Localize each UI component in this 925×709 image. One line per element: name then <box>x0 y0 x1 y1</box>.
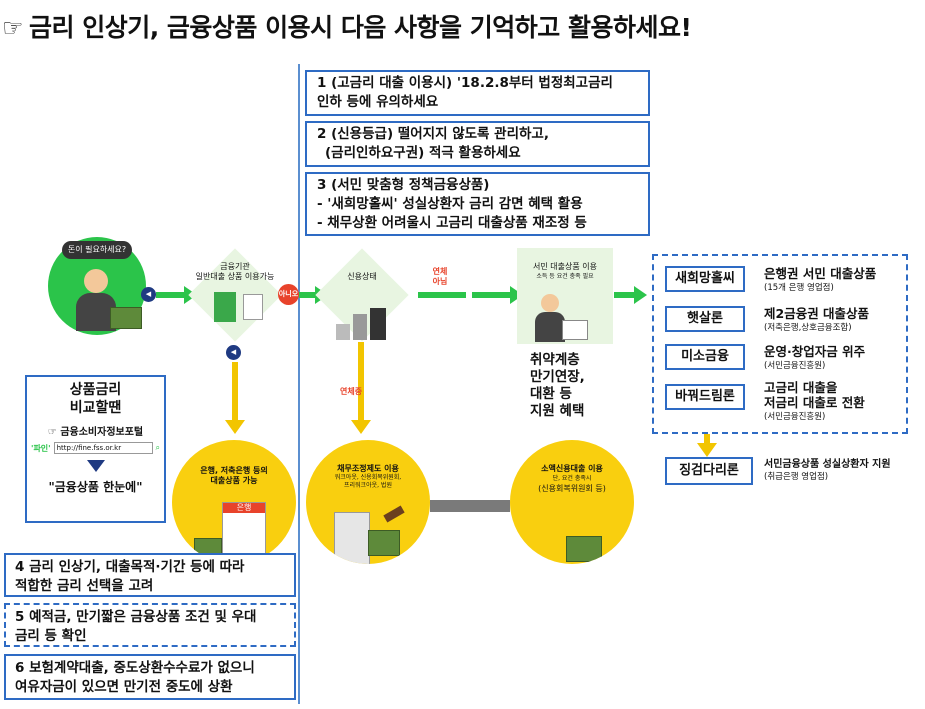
tip-box-2: 2 (신용등급) 떨어지지 않도록 관리하고,(금리인하요구권) 적극 활용하세… <box>305 121 650 167</box>
bank-sign: 은행 <box>223 503 265 513</box>
product-name: 징검다리론 <box>665 457 753 485</box>
connector-bar <box>430 500 510 512</box>
portal-text: ☞ 금융소비자정보포털 <box>47 427 144 438</box>
money-stack-icon <box>566 536 602 562</box>
money-stack-icon <box>110 307 142 329</box>
person-head-icon <box>541 294 559 312</box>
flow-arrow <box>472 292 512 298</box>
podium-icon <box>336 324 350 340</box>
product-name: 미소금융 <box>665 344 745 370</box>
product-desc: 제2금융권 대출상품(저축은행,상호금융조합) <box>764 306 870 333</box>
no-badge: 아니오 <box>278 284 299 305</box>
page-title: ☞금리 인상기, 금융상품 이용시 다음 사항을 기억하고 활용하세요! <box>2 13 692 42</box>
person-body-icon <box>535 312 565 342</box>
yes-badge-2: ◀ <box>226 345 241 360</box>
person-body-icon <box>76 293 116 331</box>
flow-arrow <box>232 362 238 422</box>
arrow-down-icon <box>27 457 164 476</box>
flow-arrow <box>418 292 466 298</box>
document-icon <box>243 294 263 320</box>
person-circle: 돈이 필요하세요? <box>48 237 146 335</box>
gavel-icon <box>383 505 405 523</box>
search-icon[interactable]: ⌕ <box>155 443 160 452</box>
building-icon <box>334 512 370 564</box>
product-name: 바꿔드림론 <box>665 384 745 410</box>
flow-arrow <box>704 434 710 444</box>
product-desc: 은행권 서민 대출상품(15개 은행 영업점) <box>764 266 877 293</box>
flow-arrow <box>299 292 317 298</box>
micro-loan-label: 소액신용대출 이용 단, 요건 충족시 (신용회복위원회 등) <box>538 464 606 493</box>
person-head-icon <box>84 269 108 293</box>
debt-adjust-circle: 채무조정제도 이용 워크아웃, 신용회복위원회, 프리워크아웃, 법원 <box>306 440 430 564</box>
flow-arrow <box>614 292 636 298</box>
product-desc: 운영·창업자금 위주(서민금융진흥원) <box>764 344 866 371</box>
tip-box-3: 3 (서민 맞춤형 정책금융상품)- '새희망홀씨' 성실상환자 금리 감면 혜… <box>305 172 650 236</box>
debt-adjust-label: 채무조정제도 이용 워크아웃, 신용회복위원회, 프리워크아웃, 법원 <box>334 464 402 489</box>
arrow-down-icon <box>697 443 717 457</box>
pointing-hand-icon: ☞ <box>2 14 24 42</box>
portal-search-row: '파인' http://fine.fss.or.kr ⌕ <box>31 442 160 454</box>
flow-arrow <box>358 342 364 422</box>
overdue-label: 연체중 <box>340 387 363 396</box>
speech-bubble: 돈이 필요하세요? <box>62 241 132 259</box>
laptop-icon <box>562 320 588 340</box>
building-icon <box>214 292 236 322</box>
product-desc: 서민금융상품 성실상환자 지원(취급은행 영업점) <box>764 459 891 482</box>
arrow-down-icon <box>351 420 371 434</box>
podium-icon <box>370 308 386 340</box>
arrow-down-icon <box>225 420 245 434</box>
compare-result: "금융상품 한눈에" <box>48 480 143 494</box>
yes-badge: ◀ <box>141 287 156 302</box>
url-field[interactable]: http://fine.fss.or.kr <box>53 442 153 454</box>
product-name: 새희망홀씨 <box>665 266 745 292</box>
micro-loan-circle: 소액신용대출 이용 단, 요건 충족시 (신용회복위원회 등) <box>510 440 634 564</box>
credit-status-label: 신용상태 <box>347 272 377 281</box>
money-stack-icon <box>368 530 400 556</box>
product-name: 햇살론 <box>665 306 745 332</box>
divider-line <box>298 64 300 704</box>
arrow-right-icon <box>634 286 647 304</box>
products-box <box>652 254 908 434</box>
podium-icon <box>353 314 367 340</box>
portal-name: '파인' <box>31 443 51 453</box>
flow-arrow <box>156 292 186 298</box>
